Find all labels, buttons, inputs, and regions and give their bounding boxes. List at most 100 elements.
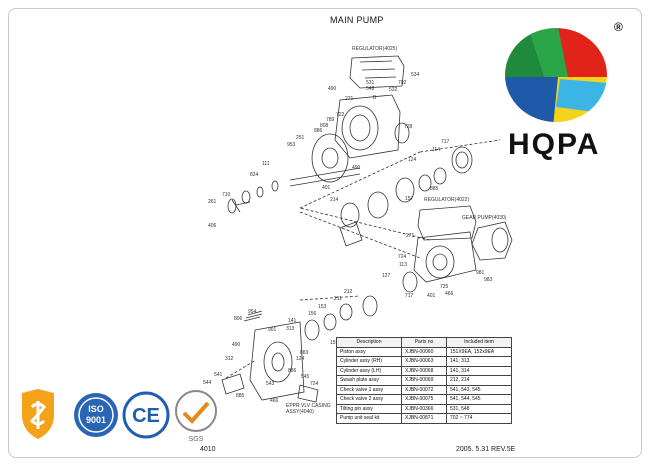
table-row: Check valve 1 assy XJBN-00072 541, 543, … bbox=[336, 384, 512, 395]
diagram-label: B bbox=[373, 95, 377, 101]
diagram-label: 885 bbox=[430, 186, 439, 192]
table-cell: 541, 544, 545 bbox=[446, 394, 512, 405]
certification-badges: ISO 9001 CE SGS bbox=[22, 389, 217, 443]
table-cell: 541, 543, 545 bbox=[446, 384, 512, 395]
ssl-shield-icon bbox=[22, 389, 54, 439]
revision-label: 2005. 5.31 REV.5E bbox=[456, 446, 516, 453]
diagram-label: 312 bbox=[225, 356, 234, 362]
regulator-top-outline bbox=[349, 55, 405, 89]
table-cell: Cylinder assy (LH) bbox=[336, 365, 402, 376]
diagram-label: 156 bbox=[308, 311, 317, 317]
diagram-label: 883 bbox=[300, 350, 309, 356]
page-title: MAIN PUMP bbox=[330, 15, 384, 25]
diagram-label: 157 bbox=[330, 340, 339, 346]
diagram-label: EPPR VLV CASING ASSY(4040) bbox=[286, 403, 331, 415]
diagram-label: 271 bbox=[406, 233, 415, 239]
table-cell: 151X9EA, 152x9EA bbox=[446, 346, 512, 357]
table-cell: XJBN-00060 bbox=[401, 346, 447, 357]
diagram-label: 725 bbox=[440, 284, 449, 290]
lower-housing-outline bbox=[249, 321, 305, 401]
table-row: Swash plate assy XJBN-00069 212, 214 bbox=[336, 375, 512, 386]
table-cell: XJBN-00871 bbox=[401, 413, 447, 424]
svg-text:9001: 9001 bbox=[86, 415, 106, 425]
diagram-label: 490 bbox=[352, 165, 361, 171]
table-row: Cylinder assy (RH) XJBN-00063 141, 313 bbox=[336, 356, 512, 367]
diagram-label: 532 bbox=[389, 87, 398, 93]
diagram-label: 717 bbox=[441, 139, 450, 145]
diagram-label: 141 bbox=[288, 318, 297, 324]
diagram-label: 157 bbox=[405, 196, 414, 202]
diagram-label: 211 bbox=[334, 296, 342, 302]
diagram-label: 271 bbox=[345, 96, 354, 102]
table-cell: XJBN-00068 bbox=[401, 365, 447, 376]
flange-disk bbox=[311, 133, 349, 183]
diagram-label: 313 bbox=[286, 326, 295, 332]
diagram-label: 127 bbox=[382, 273, 391, 279]
diagram-label: 724 bbox=[310, 381, 319, 387]
diagram-label: 722 bbox=[336, 112, 345, 118]
table-row: Cylinder assy (LH) XJBN-00068 141, 314 bbox=[336, 365, 512, 376]
regulator-right-outline bbox=[417, 205, 477, 241]
diagram-label: 114 bbox=[432, 147, 440, 153]
diagram-label: REGULATOR(4025) bbox=[352, 46, 398, 52]
diagram-label: 548 bbox=[366, 86, 375, 92]
diagram-label: 531 bbox=[366, 80, 375, 86]
diagram-label: 214 bbox=[330, 197, 339, 203]
table-cell: Swash plate assy bbox=[336, 375, 402, 386]
diagram-label: 261 bbox=[208, 199, 217, 205]
rear-housing-outline bbox=[413, 231, 477, 283]
diagram-label: 953 bbox=[287, 142, 296, 148]
table-cell: Piston assy bbox=[336, 346, 402, 357]
o-ring-2 bbox=[451, 146, 473, 174]
table-cell: Check valve 2 assy bbox=[336, 394, 402, 405]
diagram-label: 901 bbox=[268, 327, 277, 333]
diagram-label: 124 bbox=[408, 157, 417, 163]
svg-text:CE: CE bbox=[132, 405, 160, 427]
table-cell: 702 ~ 774 bbox=[446, 413, 512, 424]
drive-shaft bbox=[289, 167, 361, 187]
diagram-label: 724 bbox=[398, 254, 407, 260]
table-header: Parts no bbox=[401, 337, 447, 348]
diagram-label: GEAR PUMP(4030) bbox=[462, 215, 507, 221]
table-row: Piston assy XJBN-00060 151X9EA, 152x9EA bbox=[336, 346, 512, 357]
parts-table: Description Parts no Included item Pisto… bbox=[336, 337, 512, 424]
diagram-label: 886 bbox=[314, 128, 323, 134]
table-row: Tilting pin assy XJBN-00366 531, 548 bbox=[336, 403, 512, 414]
ce-mark-icon: CE bbox=[122, 391, 170, 439]
diagram-label: 981 bbox=[476, 270, 485, 276]
table-cell: Cylinder assy (RH) bbox=[336, 356, 402, 367]
diagram-label: 545 bbox=[301, 374, 310, 380]
table-header: Description bbox=[336, 337, 402, 348]
diagram-label: 401 bbox=[427, 293, 436, 299]
table-row: Pump unit seal kit XJBN-00871 702 ~ 774 bbox=[336, 413, 512, 424]
diagram-label: 885 bbox=[236, 393, 245, 399]
iso-9001-icon: ISO 9001 bbox=[74, 393, 118, 437]
table-cell: XJBN-00366 bbox=[401, 403, 447, 414]
diagram-label: 153 bbox=[318, 304, 327, 310]
page-number: 4010 bbox=[200, 446, 216, 453]
sgs-icon: SGS bbox=[175, 390, 217, 443]
table-cell: Check valve 1 assy bbox=[336, 384, 402, 395]
diagram-label: 124 bbox=[296, 356, 305, 362]
diagram-label: 466 bbox=[445, 291, 454, 297]
diagram-label: 702 bbox=[398, 80, 407, 86]
brand-name: HQPA bbox=[508, 128, 601, 161]
diagram-label: 401 bbox=[322, 185, 331, 191]
diagram-label: 954 bbox=[248, 309, 257, 315]
diagram-label: 728 bbox=[404, 124, 413, 130]
diagram-label: 490 bbox=[328, 86, 337, 92]
svg-text:ISO: ISO bbox=[88, 404, 104, 414]
diagram-label: 113 bbox=[399, 262, 407, 268]
diagram-label: 111 bbox=[262, 161, 270, 167]
diagram-label: 806 bbox=[234, 316, 243, 322]
table-cell: 141, 314 bbox=[446, 365, 512, 376]
diagram-label: 490 bbox=[232, 342, 241, 348]
diagram-label: 710 bbox=[222, 192, 231, 198]
table-cell: 141, 313 bbox=[446, 356, 512, 367]
diagram-label: 251 bbox=[296, 135, 305, 141]
diagram-label: 808 bbox=[320, 123, 329, 129]
table-cell: XJBN-00072 bbox=[401, 384, 447, 395]
table-cell: 212, 214 bbox=[446, 375, 512, 386]
o-ring-3 bbox=[402, 271, 418, 293]
